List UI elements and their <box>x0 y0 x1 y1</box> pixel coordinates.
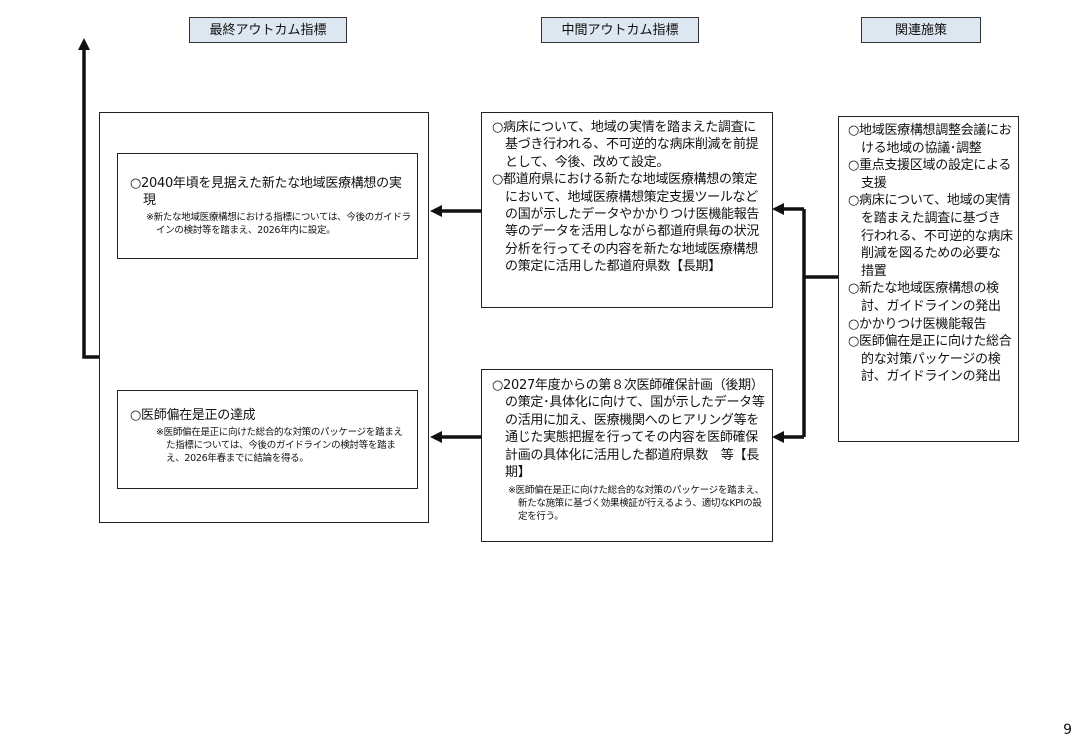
intermediate-item: 2027年度からの第８次医師確保計画（後期）の策定･具体化に向けて、国が示したデ… <box>492 377 767 481</box>
related-measure-item: 新たな地域医療構想の検討、ガイドラインの発出 <box>848 280 1013 315</box>
final-outcome-doctor-distribution: 医師偏在是正の達成 ※医師偏在是正に向けた総合的な対策のパッケージを踏まえた指標… <box>117 390 418 489</box>
intermediate-outcome-lower: 2027年度からの第８次医師確保計画（後期）の策定･具体化に向けて、国が示したデ… <box>481 369 773 542</box>
final-outcome-note: ※新たな地域医療構想における指標については、今後のガイドラインの検討等を踏まえ、… <box>146 211 411 236</box>
intermediate-item: 都道府県における新たな地域医療構想の策定において、地域医療構想策定支援ツールなど… <box>492 171 767 275</box>
related-measure-item: 重点支援区域の設定による支援 <box>848 157 1013 192</box>
final-outcome-regional-plan: 2040年頃を見据えた新たな地域医療構想の実現 ※新たな地域医療構想における指標… <box>117 153 418 259</box>
related-measures-box: 地域医療構想調整会議における地域の協議･調整 重点支援区域の設定による支援 病床… <box>838 116 1019 442</box>
upward-arrow <box>82 46 99 359</box>
final-outcome-note: ※医師偏在是正に向けた総合的な対策のパッケージを踏まえた指標については、今後のガ… <box>156 427 403 465</box>
page-number: 9 <box>1063 722 1072 738</box>
header-related-measures: 関連施策 <box>861 17 981 43</box>
related-measure-item: 病床について、地域の実情を踏まえた調査に基づき行われる、不可逆的な病床削減を図る… <box>848 192 1013 280</box>
intermediate-outcome-upper: 病床について、地域の実情を踏まえた調査に基づき行われる、不可逆的な病床削減を前提… <box>481 112 773 308</box>
intermediate-item: 病床について、地域の実情を踏まえた調査に基づき行われる、不可逆的な病床削減を前提… <box>492 119 767 171</box>
header-intermediate-outcome: 中間アウトカム指標 <box>541 17 699 43</box>
final-outcome-text: 2040年頃を見据えた新たな地域医療構想の実現 <box>130 175 411 210</box>
arrow-to-upper-intermediate <box>772 203 784 215</box>
arrow-to-lower-intermediate <box>772 431 784 443</box>
related-measure-item: 医師偏在是正に向けた総合的な対策パッケージの検討、ガイドラインの発出 <box>848 333 1013 386</box>
arrow-to-final-upper <box>430 205 442 217</box>
final-outcome-text: 医師偏在是正の達成 <box>130 407 411 424</box>
related-measure-item: かかりつけ医機能報告 <box>848 316 1013 334</box>
header-final-outcome: 最終アウトカム指標 <box>189 17 347 43</box>
intermediate-note: ※医師偏在是正に向けた総合的な対策のパッケージを踏まえ、新たな施策に基づく効果検… <box>508 485 764 523</box>
related-measure-item: 地域医療構想調整会議における地域の協議･調整 <box>848 122 1013 157</box>
arrow-to-final-lower <box>430 431 442 443</box>
